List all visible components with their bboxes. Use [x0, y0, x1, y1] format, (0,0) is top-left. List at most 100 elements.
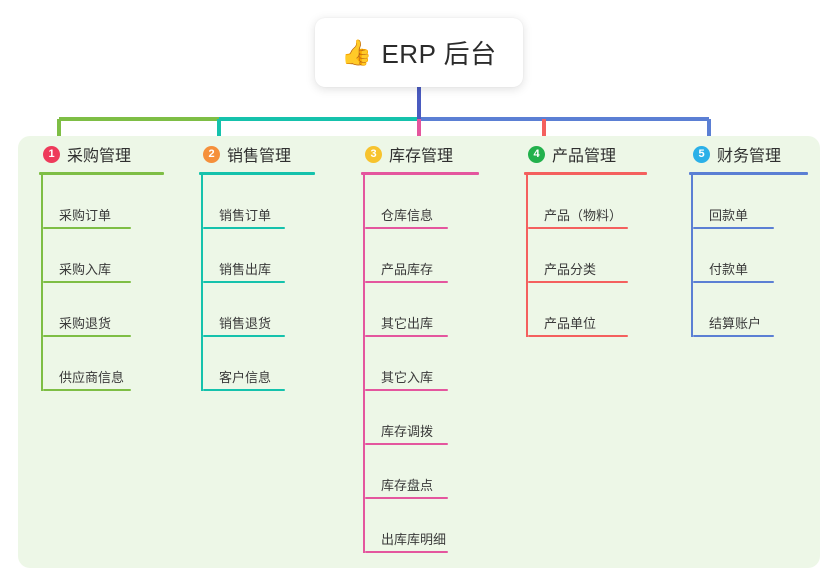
branch-number-badge-5: 5 — [693, 145, 710, 163]
leaf-item-label: 库存调拨 — [381, 424, 434, 439]
leaf-item-underline — [693, 227, 774, 229]
leaf-item[interactable]: 客户信息 — [201, 337, 340, 391]
branch-title-3: 库存管理 — [389, 148, 454, 165]
branch-header-5[interactable]: 5 财务管理 — [689, 136, 820, 172]
branch-header-2[interactable]: 2 销售管理 — [199, 136, 340, 172]
thumbs-up-icon: 👍 — [341, 38, 373, 67]
leaf-item-underline — [43, 389, 131, 391]
leaf-item-label: 产品库存 — [381, 262, 434, 277]
leaf-item[interactable]: 采购退货 — [41, 283, 178, 337]
leaf-item[interactable]: 结算账户 — [691, 283, 820, 337]
leaf-item-underline — [365, 443, 448, 445]
leaf-item[interactable]: 采购入库 — [41, 229, 178, 283]
leaf-item-label: 销售订单 — [219, 208, 272, 223]
leaf-item[interactable]: 采购订单 — [41, 175, 178, 229]
root-node-erp-backend[interactable]: 👍 ERP 后台 — [315, 18, 523, 87]
leaf-item[interactable]: 供应商信息 — [41, 337, 178, 391]
branch-underline-3 — [361, 172, 479, 175]
leaf-item[interactable]: 销售订单 — [201, 175, 340, 229]
leaf-item[interactable]: 产品单位 — [526, 283, 668, 337]
leaf-item-underline — [365, 281, 448, 283]
leaf-item[interactable]: 产品（物料） — [526, 175, 668, 229]
branch-number-badge-2: 2 — [203, 145, 220, 163]
branch-spine-1 — [41, 175, 43, 391]
leaf-item-underline — [528, 335, 628, 337]
leaf-item[interactable]: 产品库存 — [363, 229, 503, 283]
leaf-item[interactable]: 库存调拨 — [363, 391, 503, 445]
leaf-item-label: 产品单位 — [544, 316, 597, 331]
branch-number-badge-4: 4 — [528, 145, 545, 163]
leaf-item-label: 其它出库 — [381, 316, 434, 331]
branch-items-3: 仓库信息产品库存其它出库其它入库库存调拨库存盘点出库库明细 — [361, 175, 503, 553]
leaf-item[interactable]: 库存盘点 — [363, 445, 503, 499]
leaf-item-label: 出库库明细 — [381, 532, 447, 547]
leaf-item-underline — [365, 389, 448, 391]
branch-title-5: 财务管理 — [717, 148, 782, 165]
leaf-item-label: 销售退货 — [219, 316, 272, 331]
leaf-item[interactable]: 销售出库 — [201, 229, 340, 283]
leaf-item-underline — [365, 551, 448, 553]
leaf-item-label: 其它入库 — [381, 370, 434, 385]
branch-spine-4 — [526, 175, 528, 337]
leaf-item[interactable]: 回款单 — [691, 175, 820, 229]
branch-number-badge-1: 1 — [43, 145, 60, 163]
leaf-item-underline — [365, 335, 448, 337]
branch-column-2: 2 销售管理销售订单销售出库销售退货客户信息 — [178, 136, 340, 568]
leaf-item-label: 付款单 — [709, 262, 749, 277]
leaf-item-underline — [693, 281, 774, 283]
root-node-label: ERP 后台 — [381, 39, 497, 69]
leaf-item[interactable]: 其它出库 — [363, 283, 503, 337]
leaf-item-label: 结算账户 — [709, 316, 762, 331]
leaf-item-label: 产品分类 — [544, 262, 597, 277]
branch-spine-5 — [691, 175, 693, 337]
leaf-item-underline — [203, 227, 285, 229]
leaf-item-label: 供应商信息 — [59, 370, 125, 385]
diagram-panel-background — [18, 136, 820, 568]
leaf-item[interactable]: 出库库明细 — [363, 499, 503, 553]
leaf-item-label: 产品（物料） — [544, 208, 623, 223]
branch-underline-1 — [39, 172, 164, 175]
branch-title-2: 销售管理 — [227, 148, 292, 165]
branch-column-5: 5 财务管理回款单付款单结算账户 — [668, 136, 820, 568]
branch-items-2: 销售订单销售出库销售退货客户信息 — [199, 175, 340, 391]
branch-column-4: 4 产品管理产品（物料） 产品分类产品单位 — [503, 136, 668, 568]
branch-header-4[interactable]: 4 产品管理 — [524, 136, 668, 172]
leaf-item[interactable]: 仓库信息 — [363, 175, 503, 229]
leaf-item-underline — [528, 281, 628, 283]
leaf-item-label: 采购订单 — [59, 208, 112, 223]
leaf-item[interactable]: 其它入库 — [363, 337, 503, 391]
leaf-item-underline — [365, 227, 448, 229]
branch-underline-4 — [524, 172, 647, 175]
leaf-item-underline — [43, 227, 131, 229]
leaf-item-label: 销售出库 — [219, 262, 272, 277]
leaf-item-label: 采购入库 — [59, 262, 112, 277]
branch-spine-3 — [363, 175, 365, 553]
leaf-item-label: 采购退货 — [59, 316, 112, 331]
leaf-item-underline — [43, 281, 131, 283]
leaf-item-underline — [203, 335, 285, 337]
branch-items-5: 回款单付款单结算账户 — [689, 175, 820, 337]
branch-items-4: 产品（物料） 产品分类产品单位 — [524, 175, 668, 337]
branch-underline-2 — [199, 172, 315, 175]
leaf-item-label: 库存盘点 — [381, 478, 434, 493]
leaf-item[interactable]: 产品分类 — [526, 229, 668, 283]
leaf-item[interactable]: 销售退货 — [201, 283, 340, 337]
branch-items-1: 采购订单采购入库采购退货供应商信息 — [39, 175, 178, 391]
leaf-item[interactable]: 付款单 — [691, 229, 820, 283]
leaf-item-underline — [203, 281, 285, 283]
leaf-item-label: 仓库信息 — [381, 208, 434, 223]
branch-title-4: 产品管理 — [552, 148, 617, 165]
leaf-item-label: 回款单 — [709, 208, 749, 223]
branch-spine-2 — [201, 175, 203, 391]
leaf-item-underline — [43, 335, 131, 337]
leaf-item-underline — [693, 335, 774, 337]
leaf-item-label: 客户信息 — [219, 370, 272, 385]
leaf-item-underline — [203, 389, 285, 391]
leaf-item-underline — [528, 227, 628, 229]
